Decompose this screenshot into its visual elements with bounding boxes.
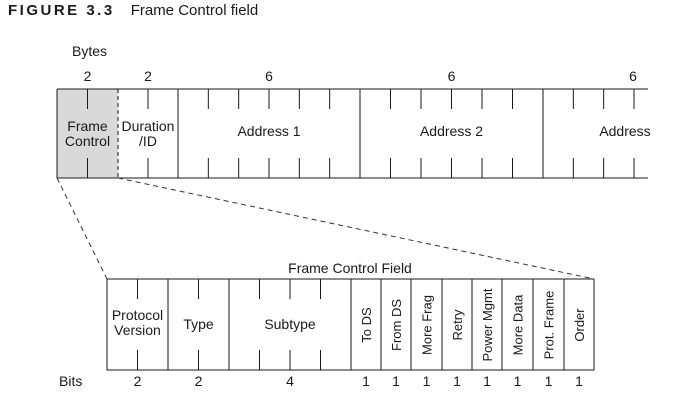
connector-left xyxy=(56,177,108,280)
connector-right xyxy=(117,177,595,280)
top-field-frame-control-label-line2: Control xyxy=(65,133,110,149)
top-field-duration-id-label-line2: /ID xyxy=(139,133,157,149)
bit-field-more-data-bit-count: 1 xyxy=(514,373,522,389)
bit-field-order-label: Order xyxy=(572,308,587,342)
bit-field-subtype-label: Subtype xyxy=(264,316,316,332)
bit-field-protocol-version-label-line1: Protocol xyxy=(112,307,163,323)
frame-control-field-title: Frame Control Field xyxy=(288,260,412,276)
top-field-duration-id-label-line1: Duration xyxy=(122,118,175,134)
bit-field-to-ds-bit-count: 1 xyxy=(362,373,370,389)
top-field-address-1-byte-count: 6 xyxy=(265,68,273,84)
bit-field-more-frag-bit-count: 1 xyxy=(423,373,431,389)
bit-field-retry-bit-count: 1 xyxy=(453,373,461,389)
figure-title: FIGURE 3.3 Frame Control field xyxy=(8,2,258,19)
figure-caption: Frame Control field xyxy=(130,2,259,19)
bit-field-type-bit-count: 2 xyxy=(195,373,203,389)
top-field-address-label: Address xyxy=(599,123,650,139)
bit-field-prot-frame-label: Prot. Frame xyxy=(542,291,557,360)
bit-field-retry-label: Retry xyxy=(450,309,465,341)
bit-field-from-ds-label: From DS xyxy=(389,299,404,351)
bit-field-from-ds-bit-count: 1 xyxy=(392,373,400,389)
bit-field-protocol-version-label-line2: Version xyxy=(114,322,161,338)
bit-field-type-label: Type xyxy=(183,316,214,332)
bit-field-subtype-bit-count: 4 xyxy=(286,373,294,389)
top-field-duration-id-byte-count: 2 xyxy=(144,68,152,84)
top-field-frame-control-label-line1: Frame xyxy=(67,118,108,134)
bit-field-order-bit-count: 1 xyxy=(575,373,583,389)
bit-field-protocol-version-bit-count: 2 xyxy=(134,373,142,389)
bytes-unit-label: Bytes xyxy=(72,43,107,59)
bit-field-power-mgmt-bit-count: 1 xyxy=(483,373,491,389)
top-field-address-2-byte-count: 6 xyxy=(448,68,456,84)
bit-field-to-ds-label: To DS xyxy=(359,307,374,343)
top-field-address-1-label: Address 1 xyxy=(237,123,300,139)
top-field-address-byte-count: 6 xyxy=(629,68,637,84)
top-field-frame-control-byte-count: 2 xyxy=(84,68,92,84)
figure-number: FIGURE 3.3 xyxy=(8,2,115,19)
top-field-address-2-label: Address 2 xyxy=(420,123,483,139)
bit-field-prot-frame-bit-count: 1 xyxy=(545,373,553,389)
bit-field-more-frag-label: More Frag xyxy=(420,295,435,355)
zoom-connector-lines xyxy=(56,177,595,280)
bits-unit-label: Bits xyxy=(59,373,82,389)
bit-field-more-data-label: More Data xyxy=(511,294,526,355)
bit-field-power-mgmt-label: Power Mgmt xyxy=(480,288,495,361)
